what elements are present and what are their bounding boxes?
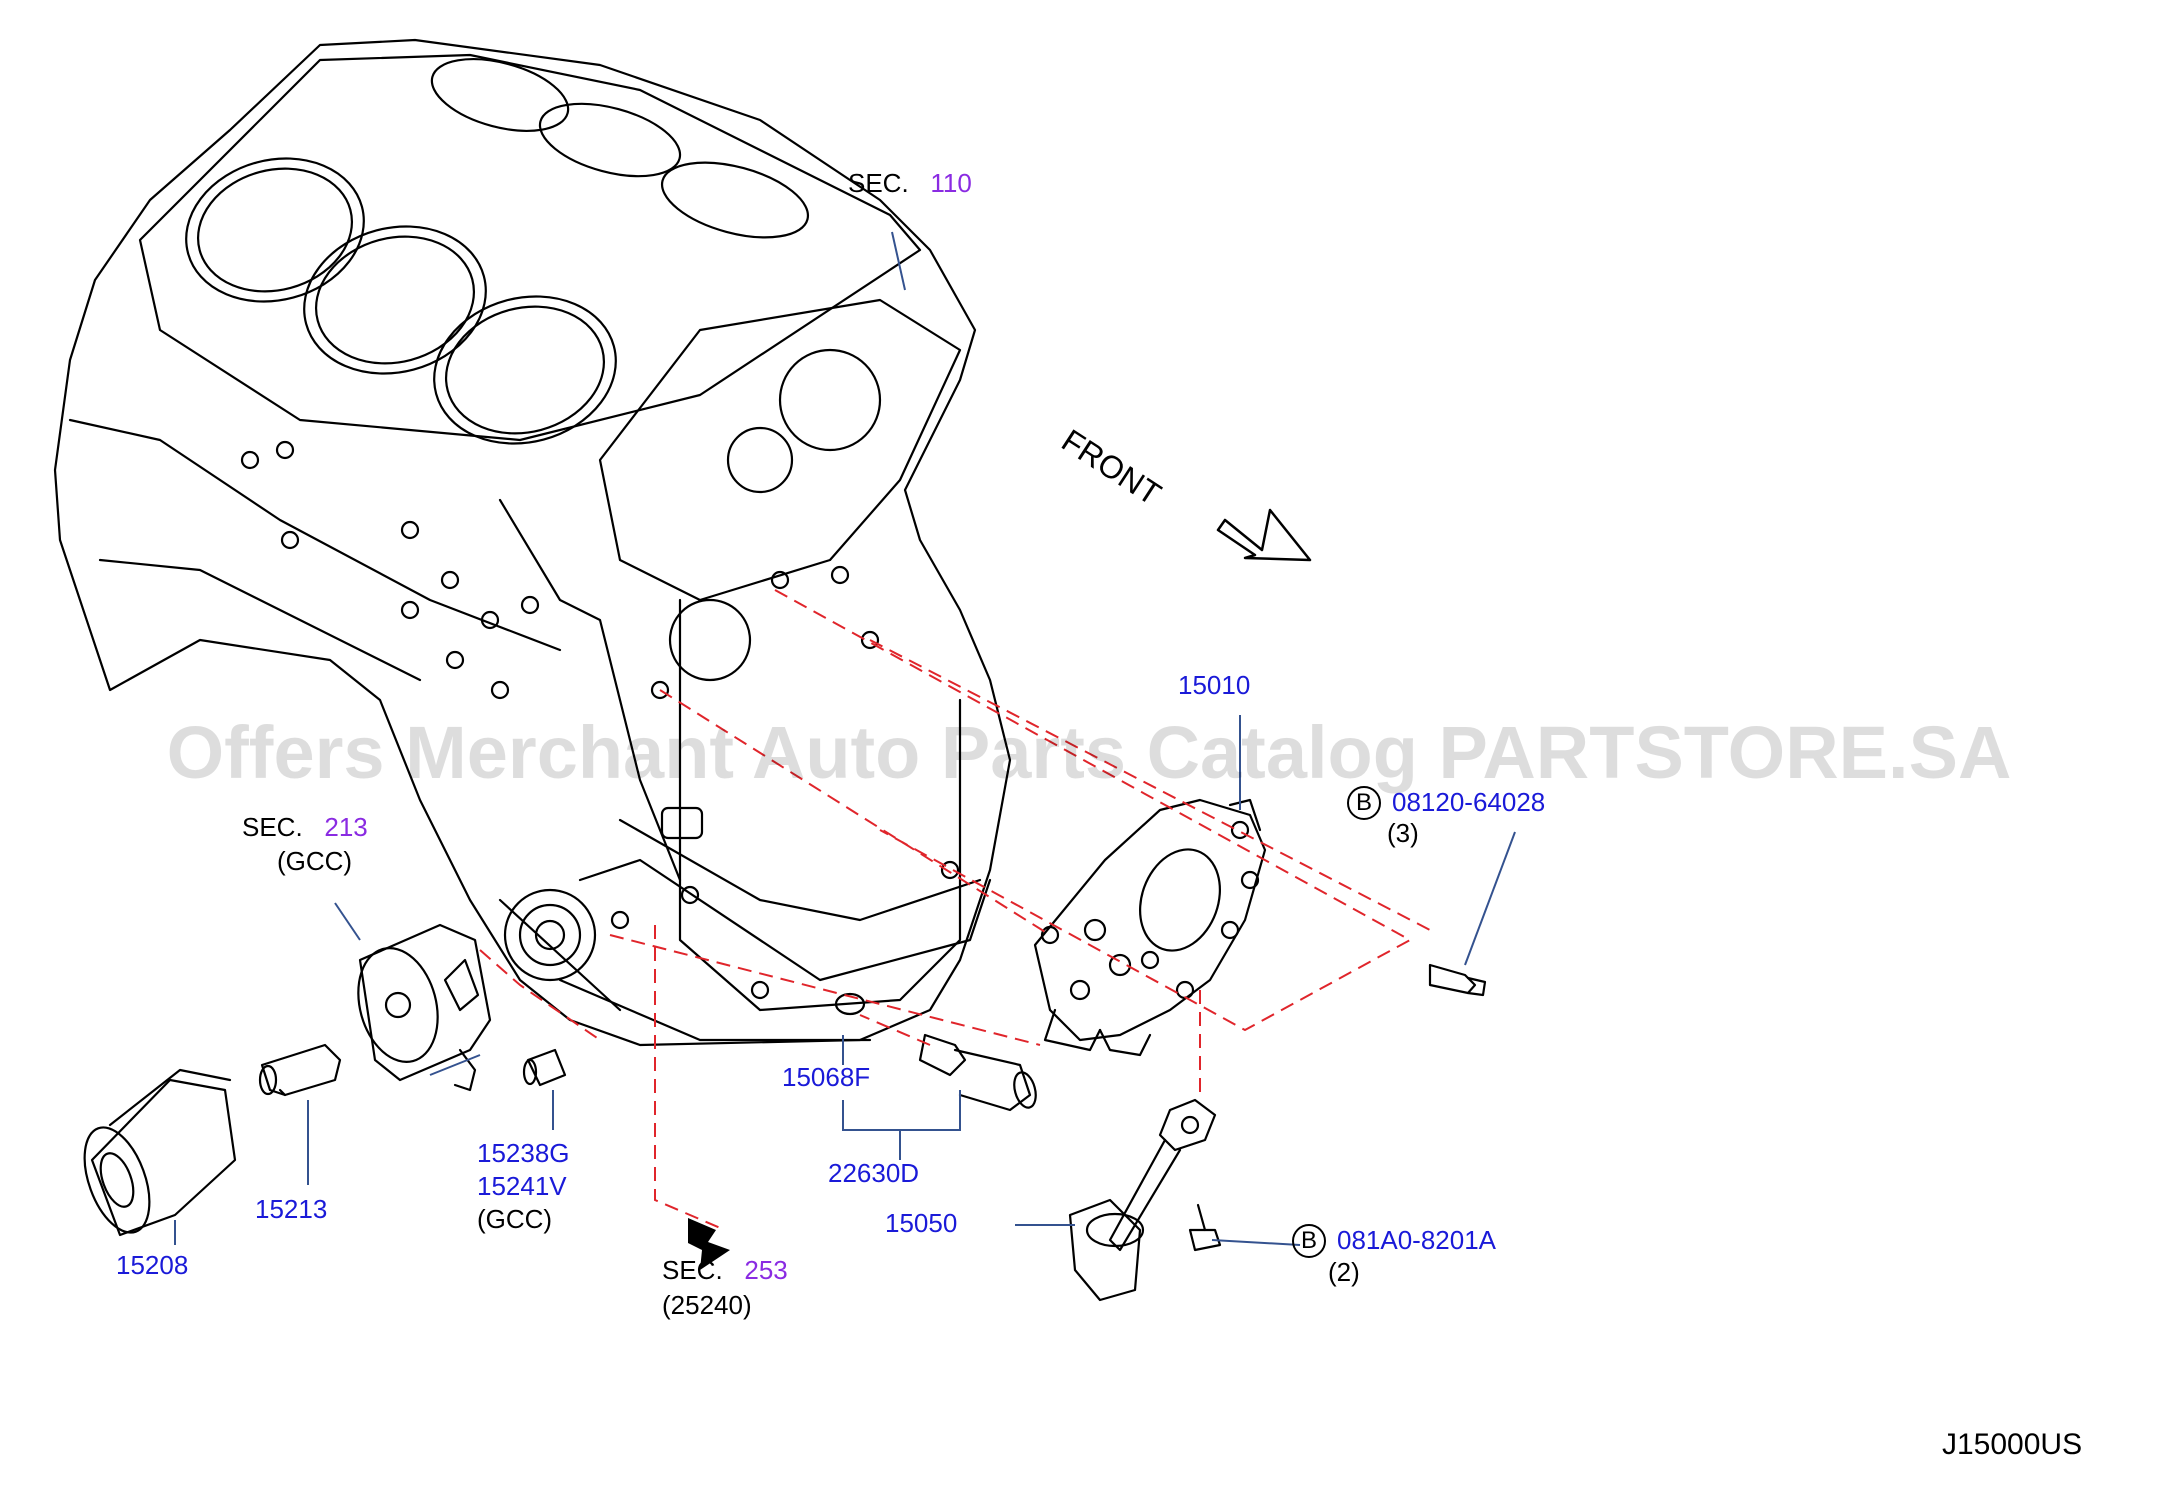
part-number-oil-filter[interactable]: 15208 <box>116 1250 189 1280</box>
section-note-253: (25240) <box>662 1290 752 1320</box>
section-prefix: SEC. <box>848 168 909 198</box>
section-note-213: (GCC) <box>277 846 353 876</box>
section-label-253[interactable]: SEC. 253 <box>662 1255 788 1285</box>
part-number-sensor[interactable]: 22630D <box>828 1158 920 1188</box>
part-number-oil-pump[interactable]: 15010 <box>1178 670 1251 700</box>
part-number-connector[interactable]: 15213 <box>255 1194 328 1224</box>
part-number-cooler-b[interactable]: 15241V <box>477 1171 567 1201</box>
part-number-cooler-a[interactable]: 15238G <box>477 1138 570 1168</box>
part-number-bolt-b2[interactable]: 081A0-8201A <box>1337 1225 1497 1255</box>
section-number: 110 <box>930 168 972 198</box>
bolt-drawing-2 <box>1188 1203 1222 1252</box>
section-prefix: SEC. <box>242 812 303 842</box>
sec-253-arrow-icon <box>688 1218 730 1270</box>
part-number-strainer[interactable]: 15050 <box>885 1208 958 1238</box>
bolt-marker-b-icon: B <box>1347 786 1381 820</box>
engine-block-drawing <box>53 38 1012 1047</box>
oil-filter-drawing <box>83 1068 237 1237</box>
part-number-bolt-b1[interactable]: 08120-64028 <box>1392 787 1546 817</box>
bolt-marker-b-icon: B <box>1292 1224 1326 1258</box>
leader-lines <box>174 231 1516 1246</box>
watermark-text: Offers Merchant Auto Parts Catalog PARTS… <box>166 711 2012 794</box>
section-label-110[interactable]: SEC. 110 <box>848 168 972 198</box>
part-number-o-ring[interactable]: 15068F <box>782 1062 871 1092</box>
bolt-b2-quantity: (2) <box>1328 1257 1360 1287</box>
section-prefix: SEC. <box>662 1255 723 1285</box>
section-number: 253 <box>744 1255 788 1285</box>
oil-strainer-drawing <box>1068 1098 1217 1302</box>
diagram-code: J15000US <box>1942 1428 2083 1461</box>
o-ring-drawing <box>834 992 866 1016</box>
guide-lines <box>479 589 1431 1231</box>
oil-cooler-drawing <box>357 923 492 1092</box>
bolt-b1-quantity: (3) <box>1387 818 1419 848</box>
connector-drawing <box>258 1043 342 1097</box>
oil-pump-drawing <box>1033 798 1267 1057</box>
cooler-note: (GCC) <box>477 1204 553 1234</box>
bolt-drawing-1 <box>1428 963 1487 997</box>
front-arrow-icon <box>1216 508 1312 562</box>
section-number: 213 <box>324 812 368 842</box>
sensor-drawing <box>918 1033 1037 1112</box>
fitting-drawing <box>522 1048 567 1087</box>
section-label-213[interactable]: SEC. 213 <box>242 812 368 842</box>
